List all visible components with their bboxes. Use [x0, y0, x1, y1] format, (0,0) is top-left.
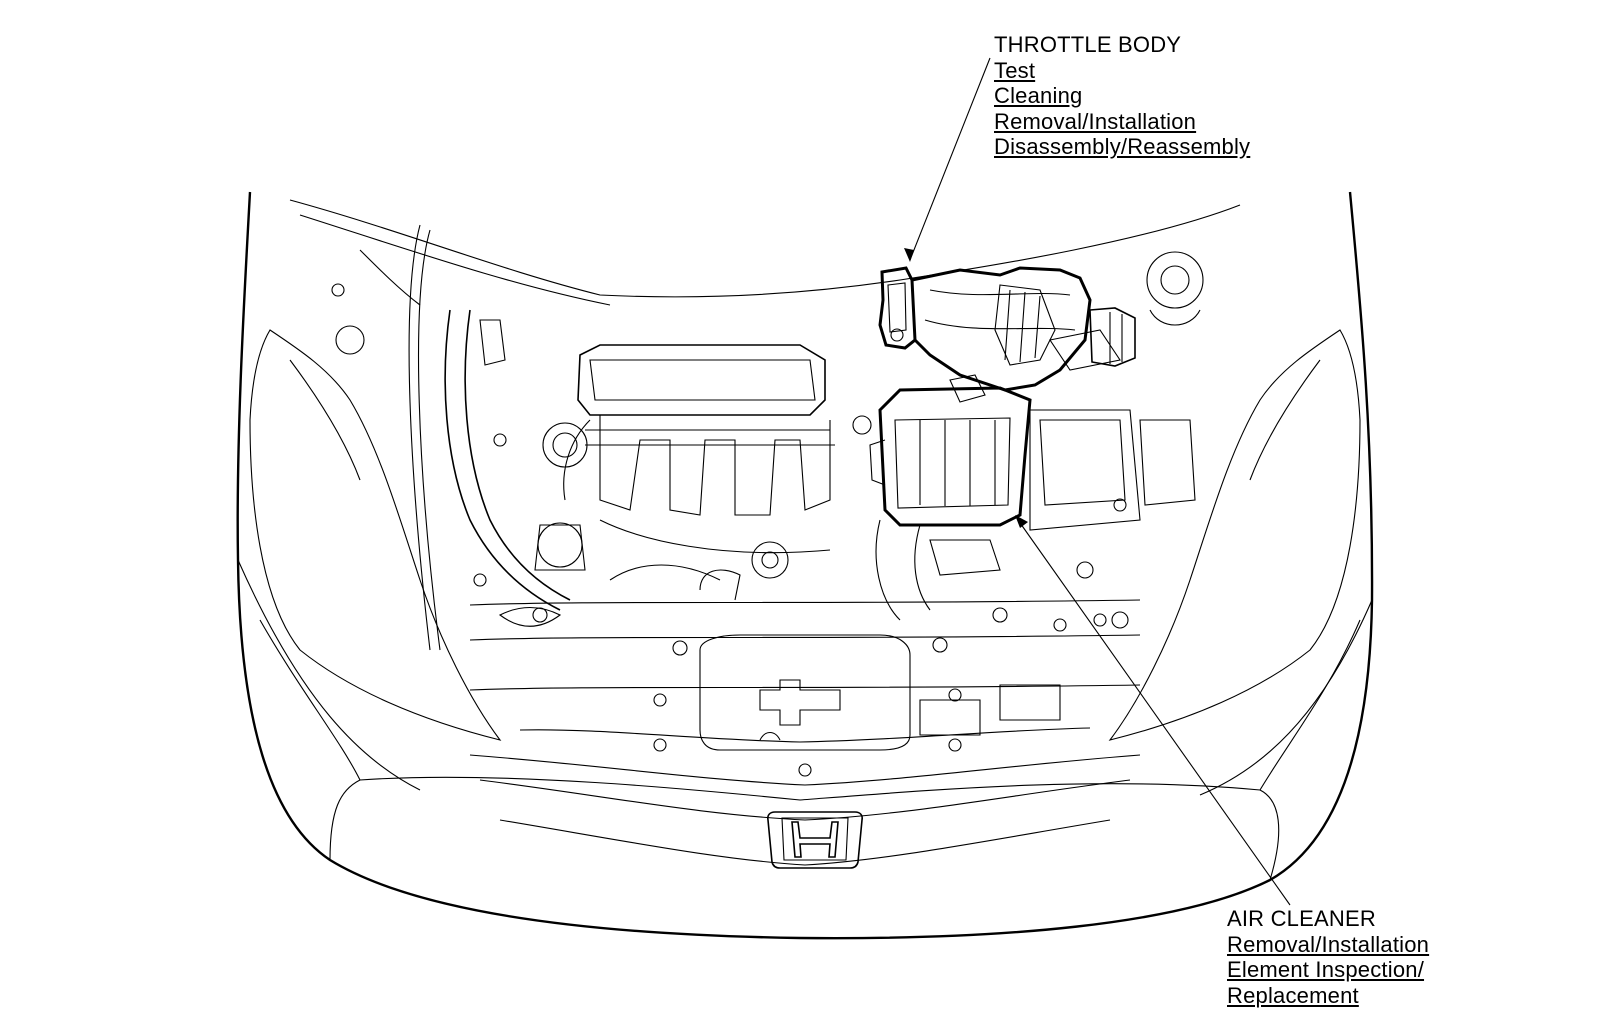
throttle-body-removal-installation-link[interactable]: Removal/Installation	[994, 108, 1197, 134]
leader-lines	[904, 57, 1291, 906]
right-side-components	[1029, 251, 1204, 629]
air-cleaner-part	[852, 374, 1032, 527]
intake-duct	[875, 519, 1008, 623]
air-cleaner-arrowhead	[1015, 515, 1028, 528]
fender-left	[249, 329, 502, 741]
air-cleaner-title: AIR CLEANER	[1227, 906, 1376, 931]
car-body-outline	[236, 191, 1374, 940]
air-cleaner-replacement-link[interactable]: Replacement	[1227, 982, 1359, 1008]
throttle-arrowhead	[904, 248, 914, 262]
air-cleaner-element-inspection-link[interactable]: Element Inspection/	[1227, 957, 1425, 982]
air-cleaner-removal-installation-link[interactable]: Removal/Installation	[1227, 931, 1430, 957]
throttle-body-part	[878, 266, 1136, 392]
fender-right	[1108, 329, 1361, 741]
throttle-body-title: THROTTLE BODY	[994, 32, 1182, 57]
air-cleaner-callout: AIR CLEANER Removal/Installation Element…	[1227, 906, 1429, 1008]
throttle-body-cleaning-link[interactable]: Cleaning	[994, 83, 1083, 108]
radiator-support	[469, 599, 1141, 777]
engine	[534, 344, 835, 601]
grille	[469, 754, 1141, 866]
throttle-body-callout: THROTTLE BODY Test Cleaning Removal/Inst…	[994, 32, 1250, 160]
hood-opening	[289, 199, 1241, 651]
honda-logo-icon	[767, 811, 863, 869]
throttle-leader-line	[909, 57, 991, 261]
throttle-body-disassembly-reassembly-link[interactable]: Disassembly/Reassembly	[994, 134, 1251, 159]
hoses-left	[331, 249, 571, 611]
air-cleaner-leader-line	[1017, 519, 1291, 906]
throttle-body-test-link[interactable]: Test	[994, 57, 1036, 83]
